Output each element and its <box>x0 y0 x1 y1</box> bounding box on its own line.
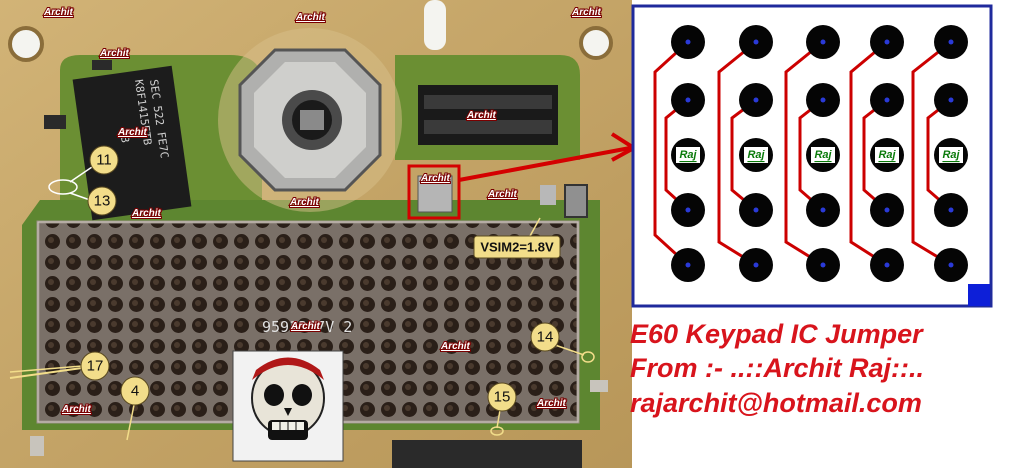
watermark: Archit <box>131 208 162 219</box>
watermark: Archit <box>420 173 451 184</box>
watermark: Archit <box>466 110 497 121</box>
caption-email: rajarchit@hotmail.com <box>630 388 922 418</box>
pad-label-17-text: 17 <box>87 358 104 375</box>
watermark: Archit <box>536 398 567 409</box>
smd-component <box>30 436 44 456</box>
raj-label: Raj <box>814 149 832 161</box>
flash-ic: SEC 522 FE7C K8F1415ETB PB <box>72 65 192 221</box>
smd-component <box>44 115 66 129</box>
watermark: Archit <box>440 341 471 352</box>
watermark: Archit <box>290 321 321 332</box>
pad-label-4 <box>120 376 150 406</box>
watermarks: Archit Archit Archit Archit Archit Archi… <box>42 6 603 416</box>
raj-label: Raj <box>679 149 697 161</box>
watermark: Archit <box>117 127 148 138</box>
watermark: Archit <box>61 404 92 415</box>
raj-label: Raj <box>747 149 765 161</box>
raj-label: Raj <box>942 149 960 161</box>
jumper-detail-panel: Raj Raj Raj Raj Raj <box>631 4 993 308</box>
pad-label-11 <box>89 145 119 175</box>
raj-label: Raj <box>878 149 896 161</box>
vsim-label-box <box>473 235 561 259</box>
vsim-label: VSIM2=1.8V <box>480 240 554 255</box>
board-slot <box>424 0 446 50</box>
pad-label-15-text: 15 <box>494 389 511 406</box>
keypad-ic <box>417 175 453 213</box>
pad-label-17 <box>80 351 110 381</box>
pad-label-15 <box>487 382 517 412</box>
bottom-component <box>392 440 582 468</box>
skull-emblem <box>232 350 344 462</box>
pad-label-4-text: 4 <box>131 383 139 400</box>
mounting-hole <box>8 26 44 62</box>
watermark: Archit <box>43 7 74 18</box>
caption-title: E60 Keypad IC Jumper <box>630 319 924 349</box>
corner-marker <box>968 284 990 306</box>
connector <box>418 85 558 145</box>
shield-marking: 9591367V 2 <box>262 318 352 336</box>
smd-component <box>540 185 556 205</box>
pad-label-13-text: 13 <box>94 193 111 210</box>
watermark: Archit <box>99 48 130 59</box>
pad-label-13 <box>87 186 117 216</box>
ball-pads <box>671 25 968 282</box>
smd-component <box>92 60 112 70</box>
vsim-callout: VSIM2=1.8V <box>473 217 561 259</box>
watermark: Archit <box>289 197 320 208</box>
pcb-board: SEC 522 FE7C K8F1415ETB PB 9591367V 2 <box>0 0 638 468</box>
caption-author: From :- ..::Archit Raj::.. <box>630 353 924 383</box>
watermark: Archit <box>487 189 518 200</box>
smd-component <box>590 380 608 392</box>
chip-marking-line-3: PB <box>117 129 132 144</box>
watermark: Archit <box>295 12 326 23</box>
pad-label-11-text: 11 <box>96 152 112 169</box>
watermark: Archit <box>571 7 602 18</box>
pad-label-14-text: 14 <box>537 329 554 346</box>
joystick <box>218 28 402 212</box>
pad-callouts: 11 13 17 4 15 14 <box>9 145 595 441</box>
pad-label-14 <box>530 322 560 352</box>
caption: E60 Keypad IC Jumper From :- ..::Archit … <box>630 319 924 418</box>
highlight-box <box>407 164 461 220</box>
mounting-hole <box>579 26 613 60</box>
smd-component <box>564 184 588 218</box>
